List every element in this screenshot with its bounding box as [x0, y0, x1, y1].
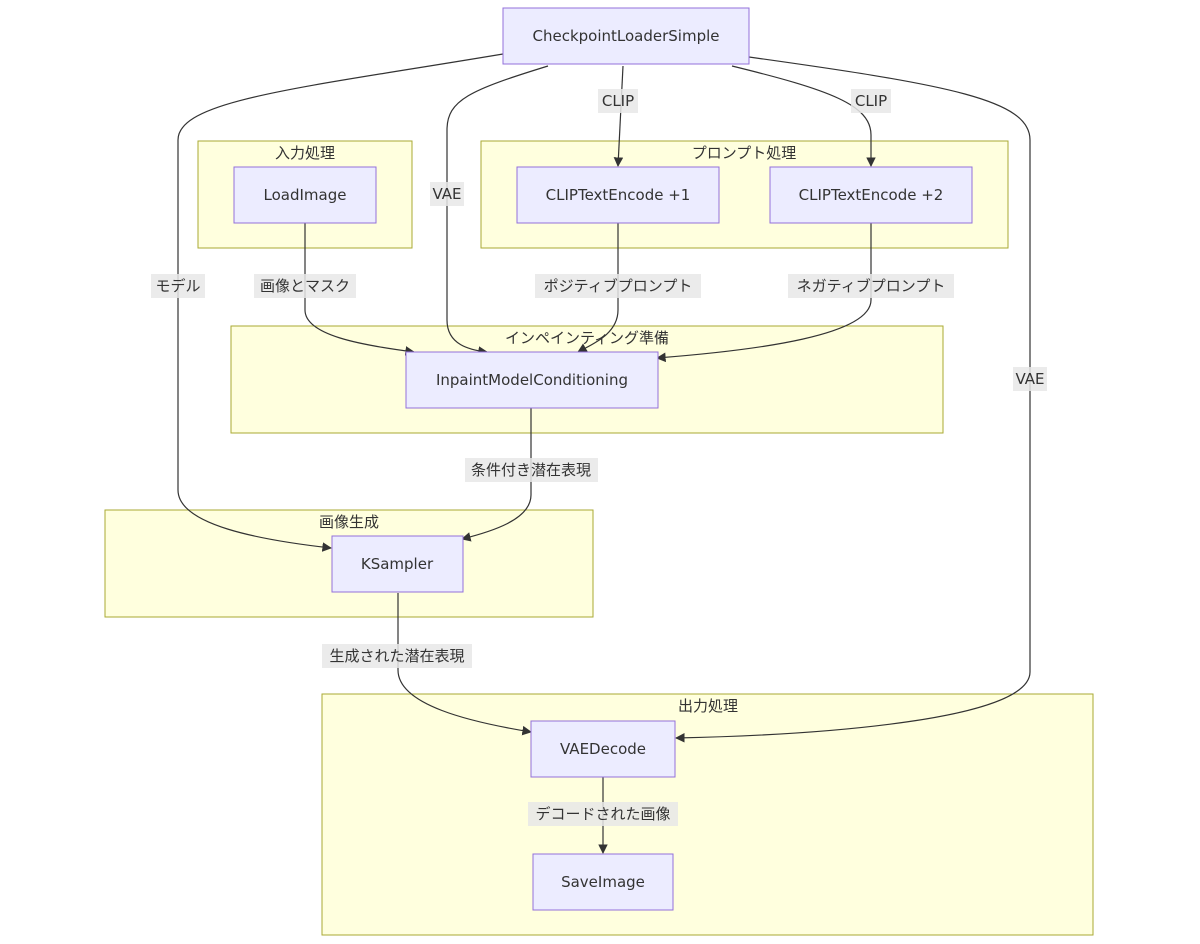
edge-label-vae-1: VAE	[430, 182, 464, 206]
svg-text:CheckpointLoaderSimple: CheckpointLoaderSimple	[533, 27, 720, 45]
edge-checkpoint-clip-pos	[613, 65, 624, 167]
edge-clippos-inpaint	[577, 223, 619, 353]
node-inpaint-model-conditioning[interactable]: InpaintModelConditioning	[405, 351, 659, 409]
node-load-image[interactable]: LoadImage	[233, 166, 377, 224]
svg-text:画像とマスク: 画像とマスク	[260, 277, 350, 295]
cluster-output: 出力処理	[321, 693, 1094, 936]
cluster-input-label: 入力処理	[275, 144, 335, 162]
node-clip-text-encode-1[interactable]: CLIPTextEncode +1	[516, 166, 720, 224]
cluster-generate-label: 画像生成	[319, 513, 379, 531]
svg-text:VAE: VAE	[432, 185, 461, 203]
edge-loadimage-inpaint	[304, 223, 415, 356]
edge-label-negative: ネガティブプロンプト	[788, 274, 954, 298]
node-vae-decode[interactable]: VAEDecode	[530, 720, 676, 778]
edge-checkpoint-inpaint	[446, 65, 549, 356]
svg-text:KSampler: KSampler	[361, 555, 434, 573]
edge-label-generated-latent: 生成された潜在表現	[322, 644, 472, 668]
svg-text:CLIPTextEncode +1: CLIPTextEncode +1	[546, 186, 691, 204]
edge-checkpoint-clip-neg	[731, 65, 876, 167]
svg-text:ネガティブプロンプト: ネガティブプロンプト	[797, 277, 946, 295]
edge-clipneg-inpaint	[656, 223, 872, 363]
cluster-inpaint-label: インペインティング準備	[505, 329, 669, 347]
svg-text:ポジティブプロンプト: ポジティブプロンプト	[544, 277, 693, 295]
svg-text:SaveImage: SaveImage	[561, 873, 645, 891]
edge-label-decoded-image: デコードされた画像	[528, 802, 678, 826]
edge-label-model: モデル	[151, 274, 205, 298]
edge-label-conditioned-latent: 条件付き潜在表現	[465, 458, 598, 482]
svg-text:条件付き潜在表現: 条件付き潜在表現	[471, 461, 591, 479]
svg-text:CLIP: CLIP	[855, 92, 887, 110]
edge-label-vae-2: VAE	[1013, 367, 1047, 391]
svg-text:VAEDecode: VAEDecode	[560, 740, 646, 758]
edge-checkpoint-ksampler	[177, 53, 504, 552]
edge-checkpoint-vaedecode	[675, 56, 1031, 743]
node-ksampler[interactable]: KSampler	[331, 535, 464, 593]
edge-label-clip-2: CLIP	[851, 89, 891, 113]
svg-text:CLIPTextEncode +2: CLIPTextEncode +2	[799, 186, 944, 204]
svg-text:モデル: モデル	[155, 277, 200, 295]
node-checkpoint-loader-simple[interactable]: CheckpointLoaderSimple	[502, 7, 750, 65]
svg-text:生成された潜在表現: 生成された潜在表現	[329, 647, 464, 665]
edge-label-clip-1: CLIP	[598, 89, 638, 113]
cluster-prompt-label: プロンプト処理	[692, 144, 797, 162]
edge-inpaint-ksampler	[461, 408, 532, 542]
svg-text:InpaintModelConditioning: InpaintModelConditioning	[436, 371, 628, 389]
svg-text:CLIP: CLIP	[602, 92, 634, 110]
edge-label-positive: ポジティブプロンプト	[535, 274, 701, 298]
node-save-image[interactable]: SaveImage	[532, 853, 674, 911]
svg-text:デコードされた画像: デコードされた画像	[535, 805, 670, 823]
svg-text:VAE: VAE	[1015, 370, 1044, 388]
edge-label-image-mask: 画像とマスク	[254, 274, 356, 298]
svg-text:LoadImage: LoadImage	[264, 186, 347, 204]
cluster-output-label: 出力処理	[678, 697, 738, 715]
node-clip-text-encode-2[interactable]: CLIPTextEncode +2	[769, 166, 973, 224]
edge-ksampler-vaedecode	[397, 593, 532, 736]
